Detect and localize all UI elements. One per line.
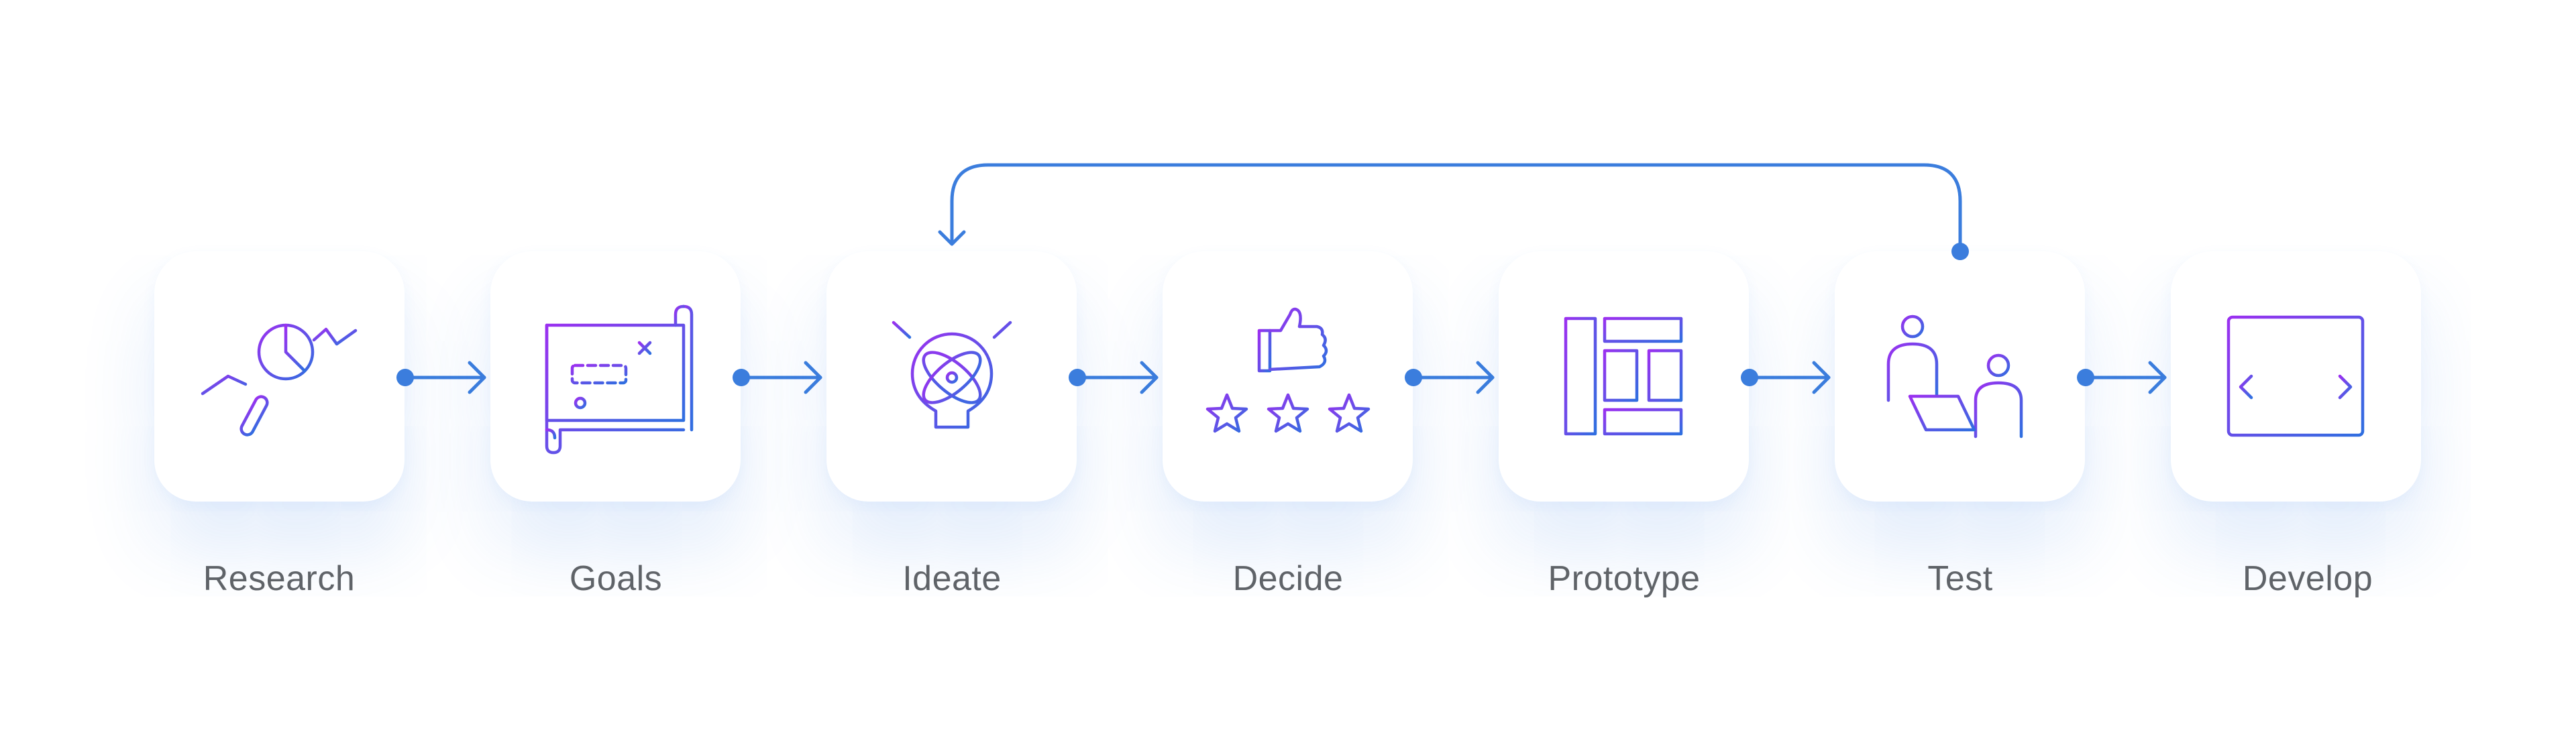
- step-card-decide: [1163, 251, 1413, 502]
- arrow-prototype-test: [1748, 361, 1831, 394]
- step-label-test: Test: [1927, 559, 1993, 598]
- star-icon-1: [1205, 393, 1248, 433]
- code-window-icon: [2226, 315, 2365, 437]
- arrow-test-develop: [2084, 361, 2167, 394]
- step-card-research: [154, 251, 405, 502]
- step-card-ideate: [826, 251, 1077, 502]
- step-label-research: Research: [203, 559, 356, 598]
- star-icon-3: [1328, 393, 1371, 433]
- arrow-ideate-decide: [1075, 361, 1159, 394]
- step-label-goals: Goals: [569, 559, 663, 598]
- treasure-map-icon: [545, 304, 694, 455]
- step-card-test: [1835, 251, 2085, 502]
- research-chart-icon: [197, 306, 358, 448]
- thumbs-up-stars-icon: [1205, 307, 1371, 433]
- user-testing-icon: [1886, 314, 2034, 441]
- lightbulb-atom-icon: [892, 300, 1012, 448]
- step-card-develop: [2171, 251, 2421, 502]
- arrow-goals-ideate: [739, 361, 822, 394]
- step-card-prototype: [1499, 251, 1749, 502]
- step-label-prototype: Prototype: [1548, 559, 1701, 598]
- step-card-goals: [490, 251, 741, 502]
- wireframe-layout-icon: [1564, 316, 1683, 436]
- step-label-develop: Develop: [2242, 559, 2373, 598]
- loop-arrow-test-ideate: [938, 163, 1962, 253]
- step-label-decide: Decide: [1232, 559, 1344, 598]
- step-label-ideate: Ideate: [902, 559, 1002, 598]
- star-icon-2: [1267, 393, 1309, 433]
- arrow-research-goals: [403, 361, 486, 394]
- arrow-decide-prototype: [1411, 361, 1495, 394]
